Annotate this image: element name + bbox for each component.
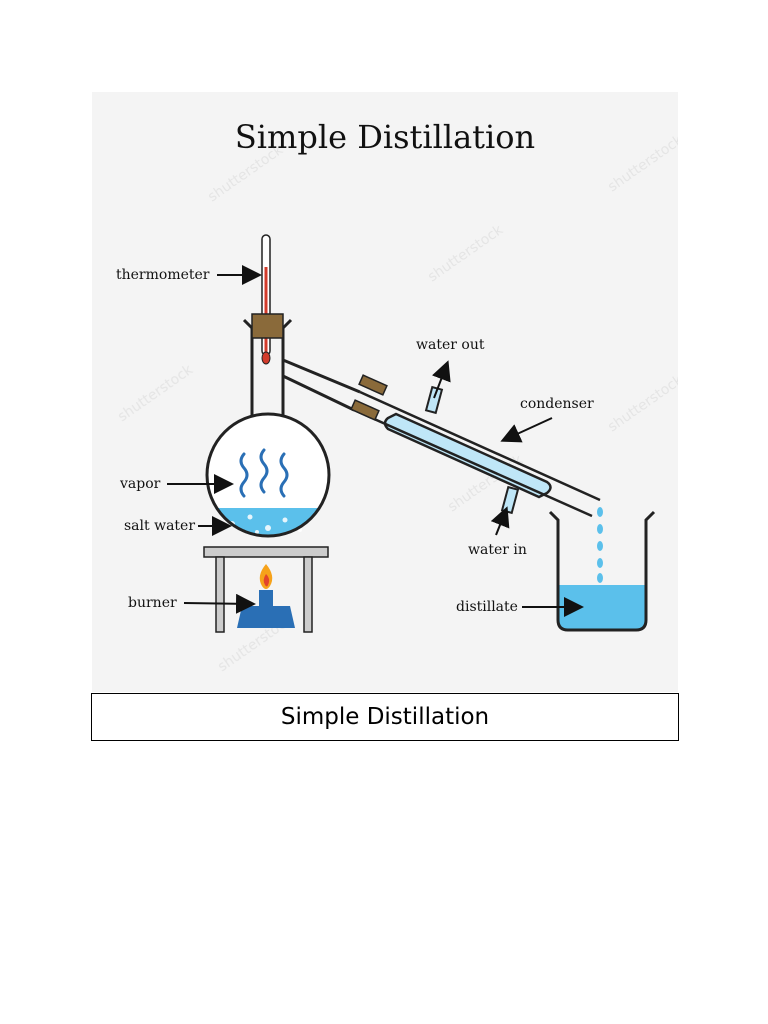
- diagram-title: Simple Distillation: [235, 118, 535, 156]
- stopper: [251, 313, 284, 339]
- caption-text: Simple Distillation: [280, 704, 490, 730]
- svg-text:shutterstock: shutterstock: [605, 371, 678, 435]
- label-water-out: water out: [416, 337, 485, 353]
- condenser: [350, 374, 601, 518]
- distillate-drops: [597, 507, 603, 583]
- svg-text:shutterstock: shutterstock: [115, 361, 197, 425]
- svg-text:shutterstock: shutterstock: [425, 221, 507, 285]
- label-distillate: distillate: [456, 599, 518, 615]
- distillate-liquid: [558, 585, 646, 630]
- burner: [237, 564, 295, 628]
- distillation-figure: Simple Distillation shutterstock shutter…: [92, 92, 678, 692]
- label-condenser: condenser: [520, 396, 594, 412]
- label-vapor: vapor: [119, 476, 161, 492]
- tripod-stand: [203, 546, 329, 633]
- thermometer: [261, 234, 271, 365]
- flask-neck: [242, 318, 293, 422]
- vapor-lines: [239, 448, 289, 498]
- labels: thermometer water out condenser vapor sa…: [116, 265, 594, 617]
- round-bottom-flask: [205, 412, 331, 538]
- label-water-in: water in: [468, 542, 527, 558]
- caption-box: Simple Distillation: [91, 693, 679, 741]
- label-thermometer: thermometer: [116, 267, 210, 283]
- distillation-diagram: Simple Distillation shutterstock shutter…: [115, 118, 678, 675]
- svg-text:shutterstock: shutterstock: [605, 131, 678, 195]
- label-burner: burner: [128, 595, 177, 611]
- side-arm-tube: [282, 358, 361, 412]
- label-salt-water: salt water: [124, 518, 195, 534]
